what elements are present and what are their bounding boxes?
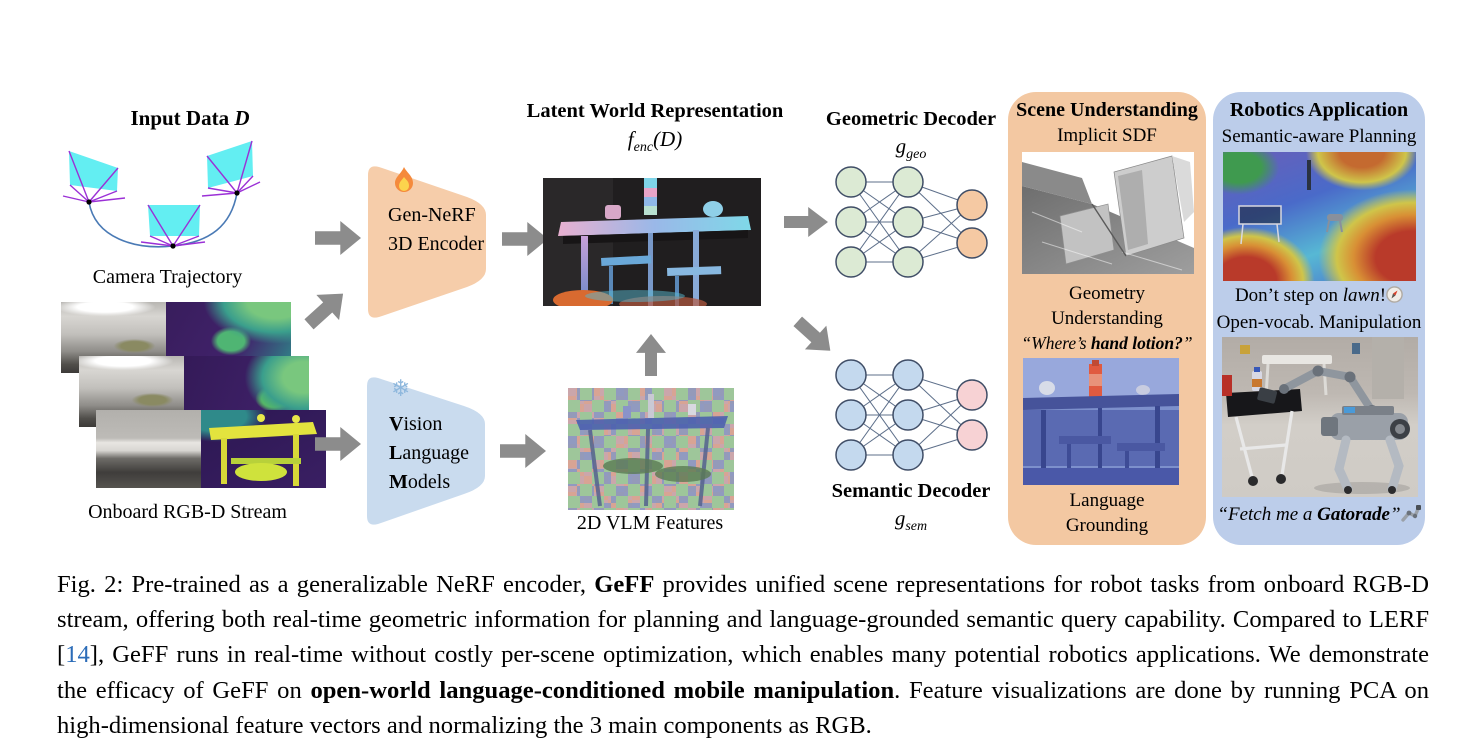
semantic-planning-heatmap-image [1223, 152, 1416, 281]
arrow-latent-to-geometric [784, 207, 828, 237]
semantic-decoder-title: Semantic Decoder [831, 480, 991, 502]
lawn-caption: Don’t step on lawn! [1213, 285, 1425, 307]
latent-title: Latent World Representation [526, 100, 784, 122]
vlm-features-label: 2D VLM Features [576, 512, 724, 534]
compass-icon [1386, 286, 1403, 303]
citation-link-14[interactable]: 14 [65, 641, 90, 669]
implicit-sdf-image [1022, 152, 1194, 274]
rgb-image-3 [96, 410, 201, 488]
open-vocab-manipulation-label: Open-vocab. Manipulation [1216, 312, 1422, 333]
caption-text: provides unified scene representations f… [57, 571, 1429, 669]
depth-image-3 [201, 410, 326, 488]
geometry-caption-line1: Geometry [1069, 283, 1145, 304]
language-query-text: “Where’s hand lotion?” [1021, 333, 1193, 353]
semantic-planning-label: Semantic-aware Planning [1221, 126, 1417, 147]
caption-text: Fig. 2: Pre-trained as a generalizable N… [57, 571, 595, 598]
caption-text: . Feature visualizations are done by run… [57, 676, 1429, 739]
caption-geff-bold: GeFF [594, 571, 655, 598]
manipulation-image [1222, 337, 1418, 497]
caption-mobile-manipulation-bold: open-world language-conditioned mobile m… [310, 676, 895, 704]
robotics-panel-title: Robotics Application [1229, 99, 1409, 121]
vlm-block: ❄ Vision Language Models [367, 368, 485, 532]
rgbd-stream-collage [55, 298, 326, 494]
fire-icon [395, 167, 413, 192]
geometric-decoder-network [835, 166, 988, 278]
geometric-decoder-title: Geometric Decoder [825, 108, 997, 130]
gen-nerf-encoder-block: Gen-NeRF 3D Encoder [368, 157, 486, 325]
semantic-decoder-network [835, 359, 988, 471]
language-grounding-image [1023, 358, 1179, 485]
grounding-caption-line1: Language [1069, 490, 1145, 511]
snowflake-icon: ❄ [391, 376, 411, 402]
arrow-latent-to-semantic [787, 309, 841, 362]
camera-trajectory-label: Camera Trajectory [92, 266, 243, 288]
geometric-decoder-symbol: ggeo [895, 134, 927, 163]
geometry-caption-line2: Understanding [1051, 308, 1163, 329]
input-data-title: Input Data D [130, 106, 250, 130]
implicit-sdf-label: Implicit SDF [1057, 125, 1157, 146]
latent-formula: fenc(D) [627, 127, 683, 156]
vlm-label-line2: Language [389, 442, 469, 464]
latent-feature-image [543, 178, 761, 306]
grounding-caption-line2: Grounding [1065, 515, 1149, 536]
fetch-caption: “Fetch me a Gatorade” [1213, 504, 1425, 526]
arrow-encoder-to-latent [502, 222, 548, 256]
vlm-features-image [568, 388, 734, 510]
encoder-label-line1: Gen-NeRF [388, 204, 476, 226]
arrow-trajectory-to-encoder [315, 221, 361, 255]
camera-trajectory-figure [62, 140, 261, 249]
rgbd-stream-label: Onboard RGB-D Stream [88, 501, 287, 523]
vlm-label-line1: Vision [389, 413, 443, 435]
semantic-decoder-symbol: gsem [894, 506, 928, 535]
scene-understanding-panel: Scene Understanding Implicit SDF [1008, 92, 1206, 545]
scene-panel-title: Scene Understanding [1016, 99, 1198, 121]
figure-caption: Fig. 2: Pre-trained as a generalizable N… [57, 567, 1429, 743]
arrow-vlm-to-features [500, 434, 546, 468]
encoder-label-line2: 3D Encoder [388, 233, 485, 255]
arrow-features-to-latent [636, 334, 666, 376]
robotics-application-panel: Robotics Application Semantic-aware Plan… [1213, 92, 1425, 545]
vlm-label-line3: Models [389, 471, 451, 493]
rgbd-frame-3 [96, 410, 326, 488]
caption-text: ], GeFF runs in real-time without costly… [57, 641, 1429, 704]
robot-arm-icon [1400, 505, 1421, 522]
